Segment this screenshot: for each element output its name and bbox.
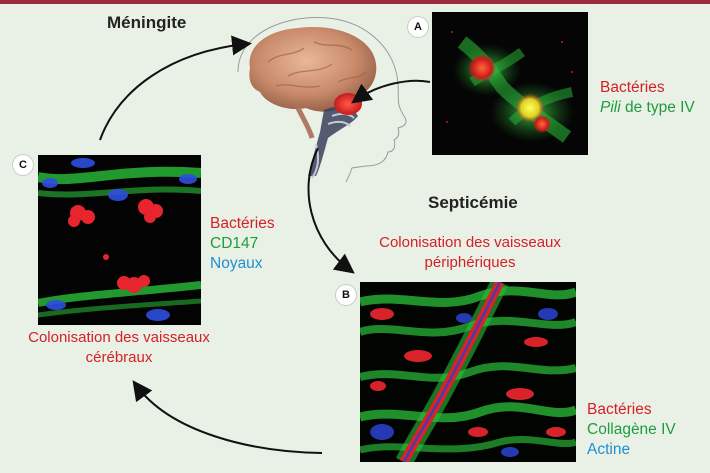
caption-c: Colonisation des vaisseaux cérébraux	[8, 328, 230, 368]
legend-a-pili-italic: Pili	[600, 99, 621, 116]
brain-shape	[249, 27, 377, 112]
legend-a-bacteria: Bactéries	[600, 79, 665, 96]
caption-b-line1: Colonisation des vaisseaux	[379, 234, 561, 251]
panel-a-label: A	[408, 17, 428, 37]
caption-c-line1: Colonisation des vaisseaux	[28, 329, 210, 346]
legend-c: Bactéries CD147 Noyaux	[210, 214, 275, 274]
caption-b-line2: périphériques	[424, 254, 516, 271]
micrograph-b	[360, 282, 576, 462]
arrow-a-to-nose	[351, 79, 431, 104]
panel-b-label: B	[336, 285, 356, 305]
legend-b-bacteria: Bactéries	[587, 401, 652, 418]
top-bar	[0, 0, 710, 4]
arrow-c-to-brain	[99, 35, 252, 141]
caption-b: Colonisation des vaisseaux périphériques	[360, 233, 580, 273]
legend-b-collagene: Collagène IV	[587, 421, 676, 438]
legend-a-pili: Pili de type IV	[600, 98, 695, 118]
panel-c-label: C	[13, 155, 33, 175]
micrograph-a	[432, 12, 588, 155]
legend-a: Bactéries Pili de type IV	[600, 78, 695, 118]
legend-b: Bactéries Collagène IV Actine	[587, 400, 676, 460]
legend-a-pili-rest: de type IV	[620, 99, 695, 116]
legend-c-cd147: CD147	[210, 235, 259, 252]
arrow-b-to-c	[132, 380, 323, 454]
legend-c-bacteria: Bactéries	[210, 215, 275, 232]
arrow-nose-to-b	[307, 147, 355, 274]
caption-c-line2: cérébraux	[85, 349, 153, 366]
legend-b-actine: Actine	[587, 441, 631, 458]
legend-c-noyaux: Noyaux	[210, 255, 263, 272]
micrograph-c	[38, 155, 201, 325]
title-meningite: Méningite	[107, 13, 187, 32]
title-septicemie: Septicémie	[428, 193, 518, 212]
